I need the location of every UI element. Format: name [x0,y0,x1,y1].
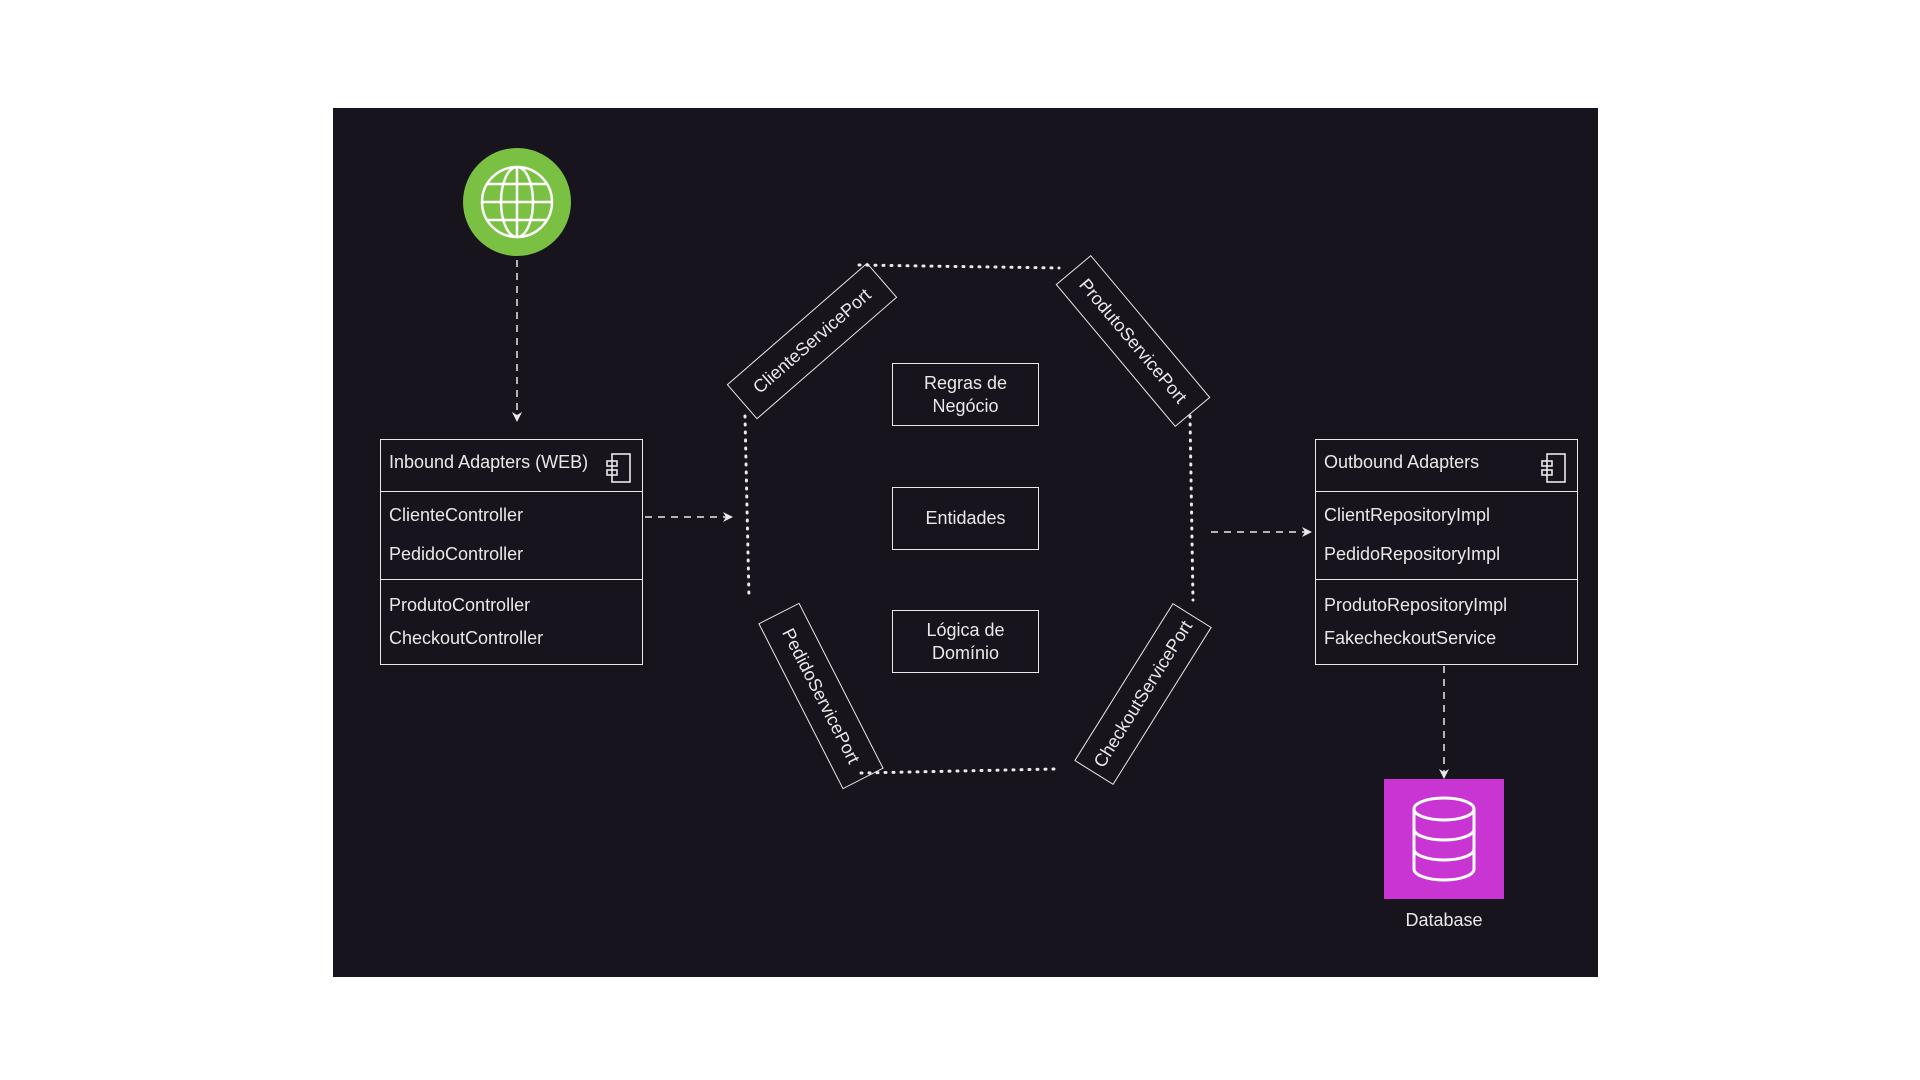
diagram-canvas: Inbound Adapters (WEB) ClienteController… [333,108,1598,977]
entidades-box: Entidades [892,487,1039,550]
inbound-adapters-title: Inbound Adapters (WEB) [389,452,589,472]
regras-de-negocio-box: Regras de Negócio [892,363,1039,426]
database-icon [1412,796,1476,882]
internet-globe [463,148,571,256]
list-item: PedidoController [389,544,524,564]
database-node [1384,779,1504,899]
list-item: CheckoutController [389,628,544,648]
list-item: FakecheckoutService [1324,628,1497,648]
list-item: PedidoRepositoryImpl [1324,544,1501,564]
list-item: ProdutoController [389,595,531,615]
list-item: ProdutoRepositoryImpl [1324,595,1508,615]
outbound-adapters-box: Outbound Adapters ClientRepositoryImpl P… [1315,439,1578,665]
component-icon [606,453,631,483]
inbound-section-1: ClienteController PedidoController [381,492,642,580]
database-label: Database [1405,910,1483,930]
inbound-section-2: ProdutoController CheckoutController [381,580,642,664]
connectors [512,260,1449,779]
globe-icon [480,165,554,239]
inbound-adapters-box: Inbound Adapters (WEB) ClienteController… [380,439,643,665]
logica-de-dominio-box: Lógica de Domínio [892,610,1039,673]
outbound-section-2: ProdutoRepositoryImpl FakecheckoutServic… [1316,580,1577,664]
hexagon-outline [743,263,1195,775]
outbound-adapters-header: Outbound Adapters [1316,440,1577,492]
list-item: ClienteController [389,505,524,525]
inbound-adapters-header: Inbound Adapters (WEB) [381,440,642,492]
outbound-adapters-title: Outbound Adapters [1324,452,1480,472]
list-item: ClientRepositoryImpl [1324,505,1491,525]
outbound-section-1: ClientRepositoryImpl PedidoRepositoryImp… [1316,492,1577,580]
component-icon [1541,453,1566,483]
